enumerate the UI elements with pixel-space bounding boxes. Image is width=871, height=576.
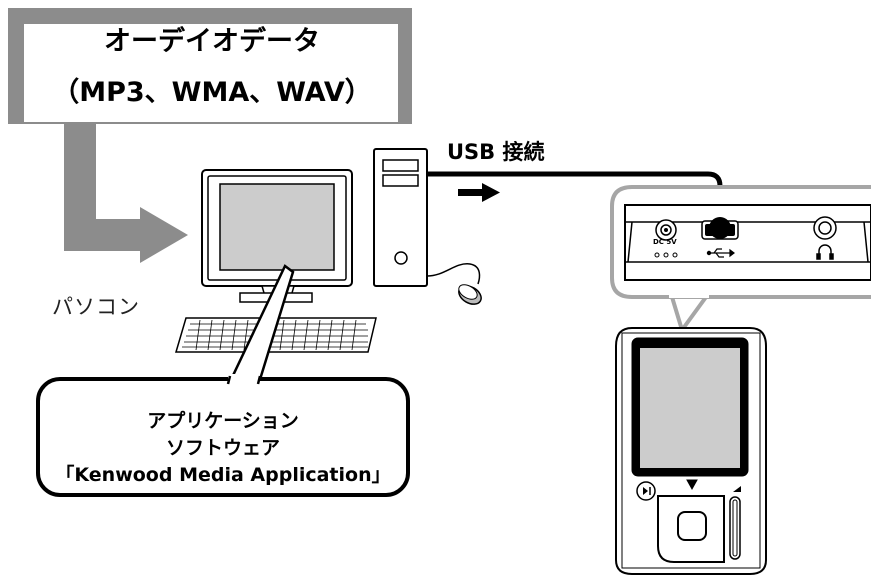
- dc-jack-label: DC 5V: [653, 238, 677, 246]
- usb-icon: [706, 248, 735, 258]
- software-callout-box: [36, 374, 410, 497]
- transfer-arrow: [458, 183, 500, 202]
- media-player: [615, 327, 767, 575]
- usb-port: [701, 217, 739, 240]
- zoom-pointer: [669, 288, 710, 335]
- volume-slider: [729, 486, 741, 560]
- software-label-line2: ソフトウェア: [165, 437, 280, 459]
- keyboard: [174, 317, 377, 353]
- port-panel: [610, 185, 871, 299]
- mouse: [426, 263, 482, 305]
- computer-label: パソコン: [52, 295, 140, 319]
- software-label-line1: アプリケーション: [147, 410, 299, 432]
- audio-formats-label: （MP3、WMA、WAV）: [52, 77, 372, 108]
- dc-jack: [654, 219, 678, 258]
- control-pad: [657, 495, 725, 563]
- headphone-icon: [816, 244, 834, 260]
- flow-arrow: [64, 124, 188, 263]
- audio-data-title: オーデイオデータ: [104, 26, 320, 57]
- software-label-line3: 「Kenwood Media Application」: [55, 464, 391, 486]
- audio-data-box: [8, 8, 412, 124]
- headphone-jack: [813, 216, 837, 240]
- usb-connection-label: USB 接続: [447, 140, 545, 164]
- pc-tower: [373, 148, 428, 287]
- power-button: [636, 481, 656, 501]
